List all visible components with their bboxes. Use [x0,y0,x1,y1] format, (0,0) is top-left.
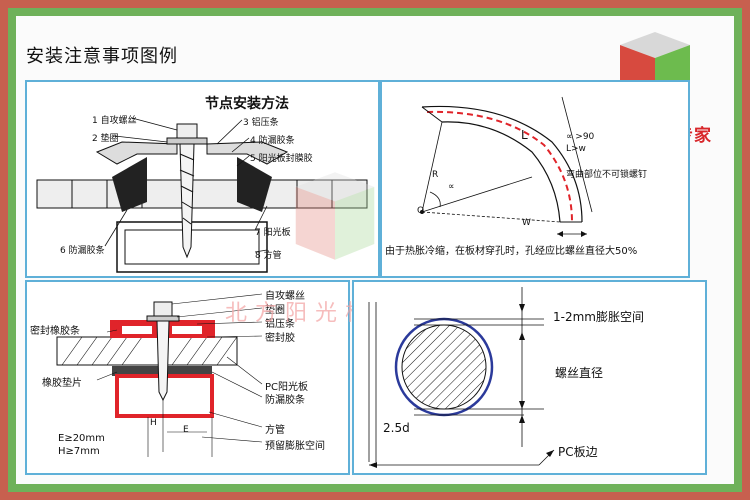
detail-label-sealing-rubber: 密封橡胶条 [30,326,80,337]
bending-drawing [420,96,593,237]
hole-expansion-label: 1-2mm膨胀空间 [553,310,644,324]
bend-label-L: L [521,128,528,142]
page-title: 安装注意事项图例 [26,46,178,67]
bend-label-R: R [432,170,439,180]
label-leakproof-strip-6: 6 防漏胶条 [60,246,105,256]
detail-label-washer: 垫圈 [265,305,285,316]
bend-caption: 由于热胀冷缩，在板材穿孔时，孔经应比螺丝直径大50% [385,246,638,257]
bend-formula-1: ∝ >90 [566,132,595,142]
detail-label-aluminum: 铝压条 [265,319,295,330]
detail-spec-e: E≥20mm [58,433,105,444]
bend-formula-2: L>w [566,144,586,154]
hole-dim-label: 2.5d [383,421,410,435]
node-install-drawing [36,117,368,273]
label-pc-film: 5 阳光板封膜胶 [250,154,313,164]
bend-note: 弯曲部位不可锁螺钉 [566,170,648,180]
detail-label-H: H [150,418,157,428]
bend-label-O: O [417,206,425,216]
hole-diameter-label: 螺丝直径 [555,366,604,380]
detail-spec-h: H≥7mm [58,446,100,457]
panel1-heading: 节点安装方法 [205,96,289,112]
detail-label-sealant: 密封胶 [265,333,295,344]
panel-hole-spec [352,280,707,475]
detail-label-pc-board: PC阳光板 [265,382,309,393]
label-aluminum-strip: 3 铝压条 [243,118,279,128]
label-washer: 2 垫圈 [92,134,119,144]
watermark-logo-icon [295,172,375,260]
detail-label-expansion: 预留膨胀空间 [265,441,325,452]
label-self-tap-screw: 1 自攻螺丝 [92,116,137,126]
label-leakproof-strip: 4 防漏胶条 [250,136,295,146]
detail-section-drawing [56,293,263,457]
hole-pc-edge-label: PC板边 [558,445,598,459]
label-sunlight-board: 7 阳光板 [255,228,291,238]
detail-label-screw: 自攻螺丝 [265,291,305,302]
panel-bending [380,80,690,278]
bend-label-W: W [522,218,531,228]
detail-label-square-tube: 方管 [265,425,285,436]
label-square-tube: 8 方管 [255,251,282,261]
detail-label-E: E [183,425,189,435]
hole-spec-drawing [368,287,555,468]
bend-label-alpha: ∝ [448,182,455,192]
detail-label-rubber-pad: 橡胶垫片 [42,378,82,389]
detail-label-leakproof: 防漏胶条 [265,395,305,406]
